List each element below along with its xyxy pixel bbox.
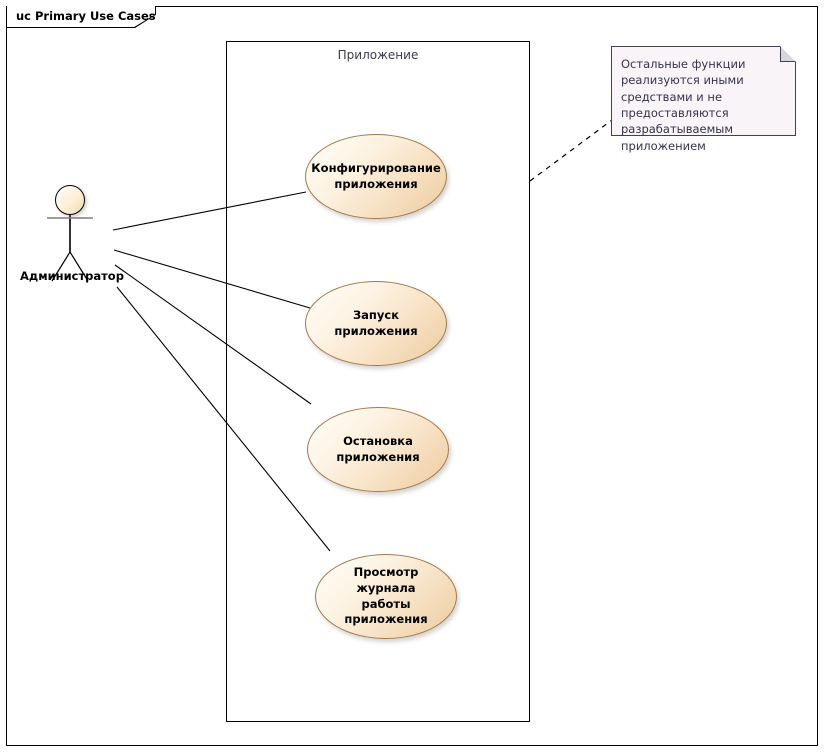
use-case-view-log[interactable]: Просмотр журнала работы приложения bbox=[315, 554, 457, 639]
note-body bbox=[611, 46, 796, 136]
diagram-frame-tab bbox=[6, 6, 156, 28]
diagram-frame-tab-label: uc Primary Use Cases bbox=[16, 9, 156, 23]
use-case-configure-label: Конфигурирование приложения bbox=[311, 160, 441, 191]
actor-head-icon bbox=[55, 185, 85, 215]
use-case-start[interactable]: Запуск приложения bbox=[305, 281, 447, 366]
use-case-stop[interactable]: Остановка приложения bbox=[307, 407, 449, 492]
system-boundary-label: Приложение bbox=[337, 48, 419, 62]
use-case-start-label: Запуск приложения bbox=[334, 307, 418, 338]
use-case-view-log-label: Просмотр журнала работы приложения bbox=[344, 565, 428, 627]
note[interactable]: Остальные функции реализуются иными сред… bbox=[611, 46, 796, 153]
diagram-frame bbox=[6, 6, 818, 746]
note-text: Остальные функции реализуются иными сред… bbox=[621, 57, 746, 153]
use-case-configure[interactable]: Конфигурирование приложения bbox=[305, 134, 447, 219]
actor-label: Администратор bbox=[20, 269, 124, 283]
use-case-stop-label: Остановка приложения bbox=[336, 433, 420, 464]
